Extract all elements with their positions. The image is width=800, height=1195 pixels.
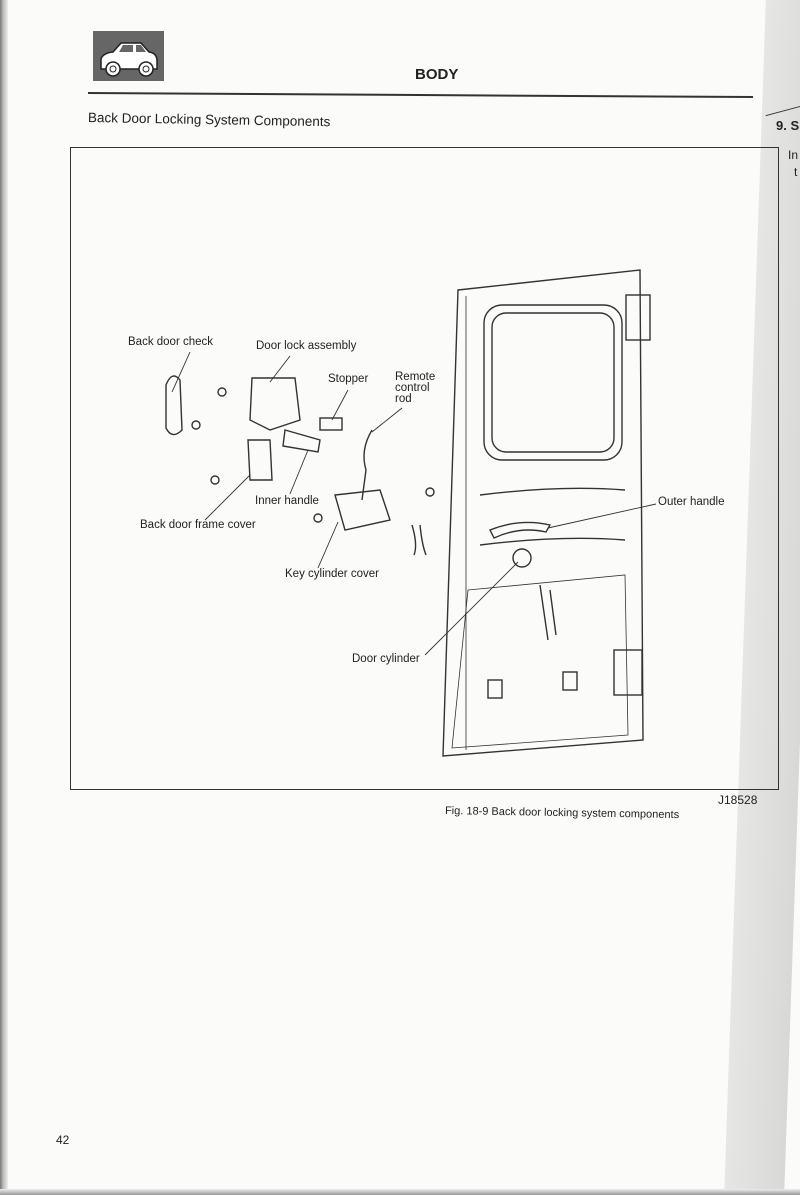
- label-back-door-frame-cover: Back door frame cover: [140, 519, 256, 531]
- label-stopper: Stopper: [328, 373, 369, 385]
- label-inner-handle: Inner handle: [255, 495, 319, 507]
- figure-frame: [70, 147, 779, 790]
- inner-handle-part: [282, 429, 321, 453]
- key-cylinder-cover-part: [334, 489, 391, 531]
- adjacent-page-text: In: [788, 148, 799, 162]
- page-bottom-edge: [0, 1189, 800, 1195]
- lower-hinge: [613, 649, 643, 696]
- section-title: BODY: [415, 66, 459, 83]
- label-line: Remote: [395, 371, 436, 383]
- back-door-diagram: [165, 269, 657, 757]
- label-key-cylinder-cover: Key cylinder cover: [285, 568, 379, 580]
- adjacent-page-heading: 9. S: [776, 118, 800, 133]
- page-number: 42: [56, 1133, 70, 1147]
- door-panel: [442, 269, 644, 757]
- remote-control-rod-part: [361, 429, 373, 501]
- frame-cover-part: [247, 439, 273, 481]
- label-line: rod: [395, 393, 412, 405]
- outer-handle-part: [489, 521, 552, 539]
- door-window: [483, 304, 623, 461]
- door-lock-assembly-part: [249, 377, 301, 431]
- upper-hinge: [625, 294, 651, 341]
- door-cylinder-part: [512, 548, 532, 568]
- label-line: control: [395, 382, 430, 394]
- adjacent-page-text: t: [794, 165, 798, 179]
- figure-code: J18528: [718, 793, 758, 807]
- car-icon: [93, 31, 164, 81]
- label-remote-control-rod: Remote control rod: [395, 371, 436, 405]
- label-door-lock-assembly: Door lock assembly: [256, 340, 357, 352]
- back-door-check-part: [165, 375, 183, 436]
- label-outer-handle: Outer handle: [658, 496, 725, 508]
- label-door-cylinder: Door cylinder: [352, 653, 420, 665]
- stopper-part: [319, 417, 343, 431]
- label-back-door-check: Back door check: [128, 336, 214, 348]
- page-binding-shadow: [0, 0, 8, 1195]
